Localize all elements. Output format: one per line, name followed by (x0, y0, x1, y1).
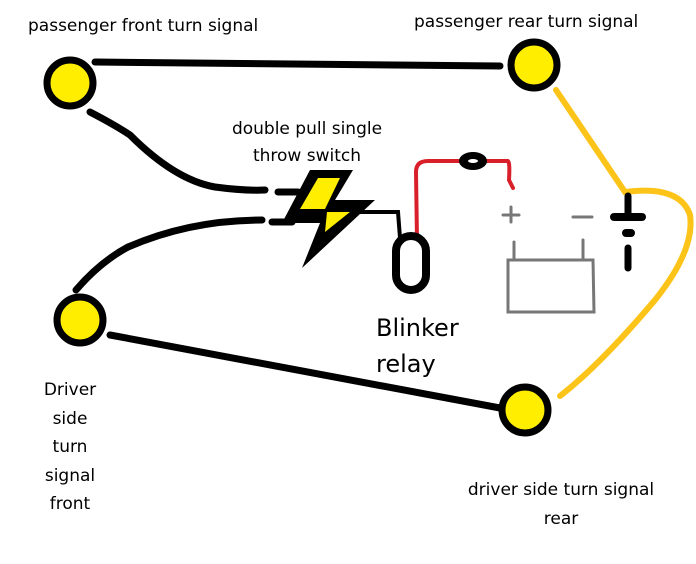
label-driver-front-line: turn (52, 437, 88, 457)
lamp-driver-rear (498, 383, 552, 437)
lamp-passenger-rear (507, 38, 561, 92)
lamp-passenger-front (43, 56, 97, 110)
label-driver-rear-line2: rear (543, 509, 579, 529)
label-relay-line2: relay (376, 350, 436, 378)
wire-power (413, 159, 515, 242)
label-switch-line1: double pull single (231, 119, 383, 139)
wire-switch-to-relay (343, 210, 402, 240)
label-switch-line2: throw switch (252, 146, 362, 166)
label-switch: double pull single throw switch (207, 116, 407, 170)
label-relay: Blinker relay (376, 310, 459, 382)
label-driver-rear-line1: driver side turn signal (467, 480, 655, 500)
wire-ground (553, 87, 694, 399)
switch-icon (282, 170, 375, 268)
relay-icon (392, 232, 430, 294)
fuse-icon (459, 152, 487, 170)
label-driver-front: Driver side turn signal front (20, 376, 120, 519)
label-driver-front-line: front (49, 494, 91, 514)
label-driver-front-line: Driver (43, 380, 97, 400)
battery-icon (501, 205, 596, 314)
wire-passenger-front-to-switch (86, 108, 269, 194)
label-driver-front-line: side (52, 408, 88, 429)
wire-driver-front-to-switch (72, 216, 266, 294)
label-relay-line1: Blinker (376, 314, 459, 342)
wire-driver-front-to-rear (106, 331, 504, 412)
label-passenger-rear: passenger rear turn signal (414, 12, 639, 32)
label-driver-rear: driver side turn signal rear (431, 476, 691, 534)
label-driver-front-line: signal (44, 465, 96, 486)
wire-front-to-rear-passenger (91, 58, 504, 70)
lamp-driver-front (53, 293, 107, 347)
label-passenger-front: passenger front turn signal (28, 16, 259, 36)
ground-icon (610, 192, 646, 272)
